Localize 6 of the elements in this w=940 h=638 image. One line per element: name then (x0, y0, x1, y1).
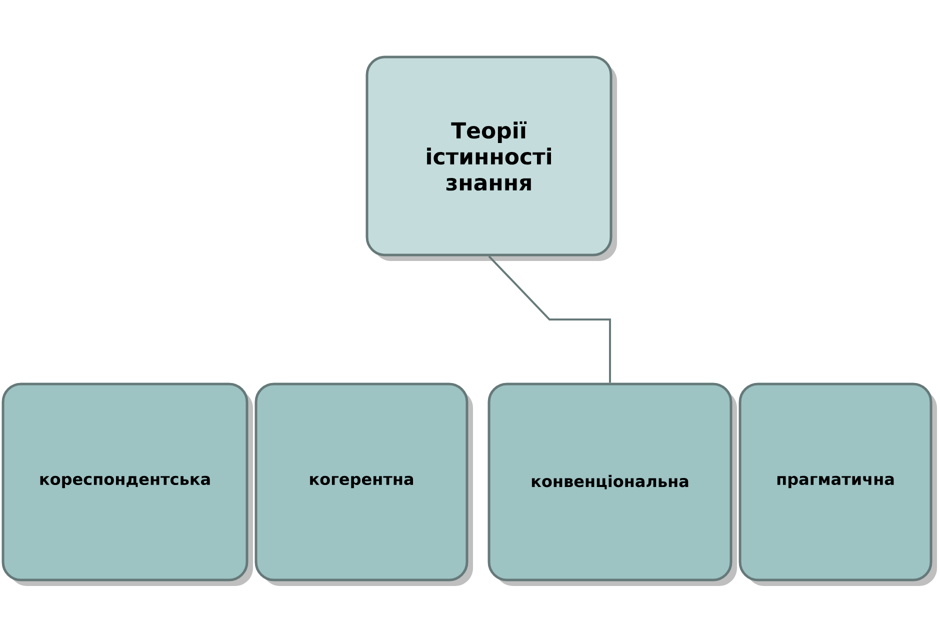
connector-line (488, 256, 611, 383)
category-box: прагматична (738, 382, 937, 586)
category-box: кореспондентська (2, 382, 253, 586)
category-box: конвенціональна (488, 382, 737, 586)
title-box: Теорії істинності знання (366, 56, 617, 261)
category-box: когерентна (254, 382, 473, 586)
